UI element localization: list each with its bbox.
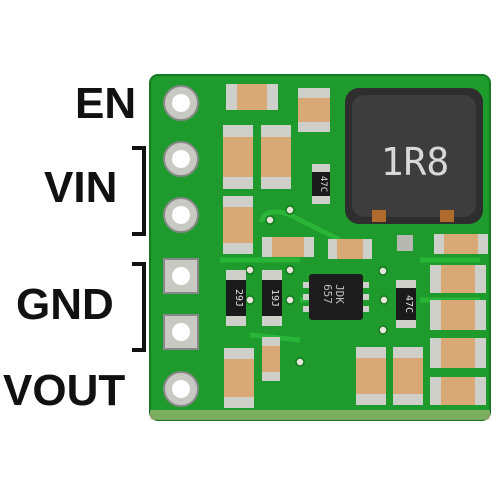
capacitor-mid-2	[328, 239, 372, 259]
pin-holes	[163, 85, 199, 407]
capacitor-bottom-2	[262, 337, 280, 381]
capacitor-right-5	[430, 377, 486, 405]
ic-marking-line2: 657	[321, 284, 334, 304]
inductor-marking: 1R8	[381, 140, 450, 184]
gnd-bracket	[132, 262, 146, 352]
capacitor-left-1	[223, 125, 253, 189]
capacitor-bottom-4	[393, 347, 423, 405]
vias	[245, 205, 389, 367]
resistor-left-2: 19J	[262, 270, 282, 326]
via	[245, 295, 255, 305]
via	[265, 215, 275, 225]
resistor-left-1: 29J	[226, 270, 246, 326]
capacitors	[223, 84, 488, 408]
capacitor-mid-1	[262, 237, 314, 257]
capacitor-right-3	[430, 300, 486, 330]
via	[285, 295, 295, 305]
via	[378, 266, 388, 276]
pin-label-vout: VOUT	[3, 366, 126, 415]
capacitor-left-2	[261, 125, 291, 189]
inductor: 1R8	[345, 88, 483, 224]
via	[378, 325, 388, 335]
via	[379, 295, 389, 305]
pin-hole-gnd-1	[163, 258, 199, 294]
pin-label-gnd: GND	[16, 280, 114, 329]
pcb-edge-shadow	[150, 410, 490, 420]
capacitor-left-3	[223, 196, 253, 254]
pin-hole-gnd-2	[163, 314, 199, 350]
via	[285, 205, 295, 215]
pin-hole-vin-2	[163, 197, 199, 233]
ic-marking-line1: JDK	[333, 284, 346, 304]
vin-bracket	[132, 146, 146, 236]
resistor-right: 47C	[396, 280, 416, 328]
resistor-top-marking: 47C	[318, 176, 328, 192]
capacitor-right-4	[430, 338, 486, 368]
pin-label-vin: VIN	[44, 163, 118, 212]
capacitor-bottom-1	[224, 348, 254, 408]
resistor-top: 47C	[312, 164, 330, 204]
ic-chip: JDK 657	[303, 274, 369, 320]
resistor-left-2-marking: 19J	[269, 289, 280, 307]
capacitor-bottom-3	[356, 347, 386, 405]
pin-hole-en	[163, 85, 199, 121]
pin-label-en: EN	[75, 79, 137, 128]
pin-hole-vout	[163, 371, 199, 407]
capacitor-top-1	[226, 84, 278, 110]
capacitor-right-2	[430, 265, 486, 293]
test-pad	[397, 235, 413, 251]
resistor-right-marking: 47C	[403, 295, 414, 313]
via	[285, 265, 295, 275]
capacitor-top-2	[298, 88, 330, 132]
via	[245, 265, 255, 275]
resistor-left-1-marking: 29J	[233, 289, 244, 307]
capacitor-right-1	[434, 234, 488, 254]
resistors: 47C 29J 19J 47C	[226, 164, 416, 328]
pin-hole-vin-1	[163, 141, 199, 177]
via	[295, 357, 305, 367]
